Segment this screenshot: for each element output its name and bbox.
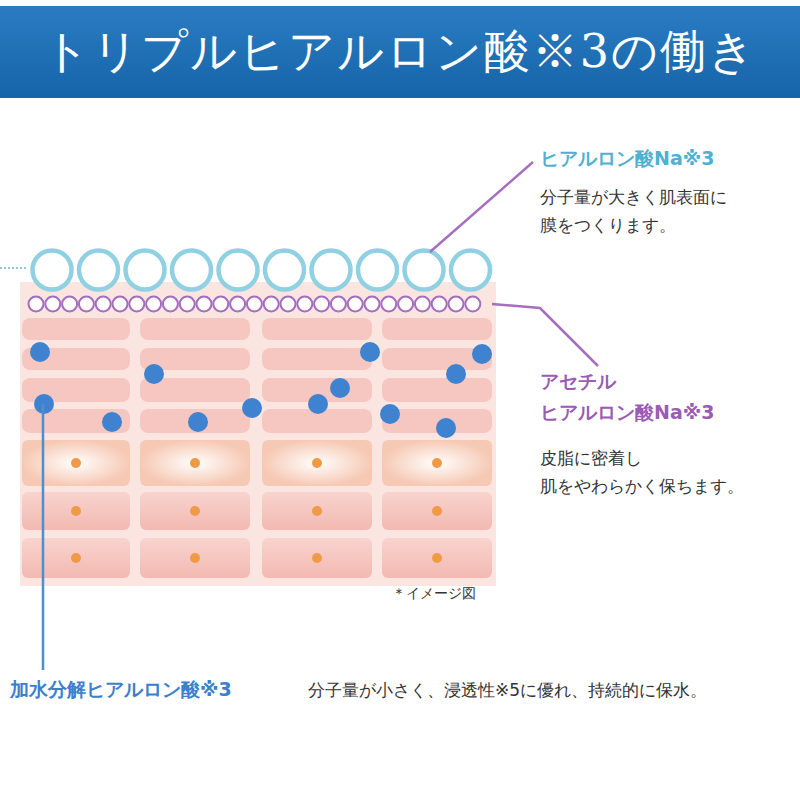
ha-na-molecule (358, 251, 397, 290)
leader-line (42, 404, 45, 670)
acetyl-ha-molecule (281, 297, 296, 312)
leader-line (492, 304, 598, 366)
ingredient-name: アセチル ヒアルロン酸Na※3 (540, 366, 740, 429)
basal-cell (262, 440, 372, 486)
acetyl-ha-molecule (230, 297, 245, 312)
cell-nucleus (312, 553, 322, 563)
ha-na-molecule (312, 251, 351, 290)
acetyl-ha-molecule (365, 297, 380, 312)
ingredient-note: 分子量が大きく肌表面に 膜をつくります。 (540, 183, 755, 239)
dermis-cell (140, 492, 250, 530)
hydrolyzed-ha-molecule (242, 398, 262, 418)
acetyl-ha-molecule (129, 297, 144, 312)
title: トリプルヒアルロン酸※3の働き (43, 21, 757, 83)
acetyl-ha-molecule (146, 297, 161, 312)
hydrolyzed-ha-molecule (472, 344, 492, 364)
acetyl-ha-molecule (29, 297, 44, 312)
cell-nucleus (190, 553, 200, 563)
acetyl-ha-molecule (45, 297, 60, 312)
ha-na-molecule (451, 251, 490, 290)
acetyl-ha-molecule (213, 297, 228, 312)
cell-nucleus (432, 458, 442, 468)
acetyl-ha-molecule (163, 297, 178, 312)
ha-na-molecule (405, 251, 444, 290)
ha-na-molecule (126, 251, 165, 290)
acetyl-ha-molecule (465, 297, 480, 312)
cell-nucleus (432, 506, 442, 516)
acetyl-ha-molecule (180, 297, 195, 312)
acetyl-ha-molecule (449, 297, 464, 312)
ingredient-note: 皮脂に密着し 肌をやわらかく保ちます。 (540, 444, 755, 500)
horny-cell (262, 318, 372, 340)
horny-cell (22, 409, 130, 433)
horny-cell (140, 318, 250, 340)
title-band: トリプルヒアルロン酸※3の働き (0, 6, 800, 98)
horny-cell (262, 348, 372, 370)
hydrolyzed-ha-molecule (188, 412, 208, 432)
acetyl-ha-molecule (348, 297, 363, 312)
acetyl-ha-molecule (331, 297, 346, 312)
cell-nucleus (190, 458, 200, 468)
skin-ground (20, 282, 496, 586)
acetyl-ha-molecule (297, 297, 312, 312)
acetyl-ha-molecule (381, 297, 396, 312)
ha-na-molecule (265, 251, 304, 290)
image-note: ＊イメージ図 (392, 582, 476, 605)
horny-cell (22, 318, 130, 340)
hydrolyzed-ha-molecule (144, 364, 164, 384)
horny-cell (140, 409, 250, 433)
ha-na-molecule (219, 251, 258, 290)
acetyl-ha-molecule (96, 297, 111, 312)
basal-cell (22, 440, 130, 486)
dermis-cell (22, 538, 130, 578)
dermis-cell (22, 492, 130, 530)
hydrolyzed-ha-molecule (30, 342, 50, 362)
basal-cell (140, 440, 250, 486)
cell-nucleus (312, 506, 322, 516)
acetyl-ha-molecule (314, 297, 329, 312)
ingredient-note: 分子量が小さく、浸透性※5に優れ、持続的に保水。 (308, 676, 707, 704)
ha-na-molecule (172, 251, 211, 290)
ingredient-name: 加水分解ヒアルロン酸※3 (10, 674, 232, 705)
basal-cell (382, 440, 492, 486)
hydrolyzed-ha-molecule (446, 364, 466, 384)
hydrolyzed-ha-molecule (330, 378, 350, 398)
acetyl-ha-molecule (415, 297, 430, 312)
acetyl-ha-molecule (79, 297, 94, 312)
hydrolyzed-ha-molecule (360, 342, 380, 362)
ingredient-name: ヒアルロン酸Na※3 (540, 143, 780, 174)
ha-na-molecule (79, 251, 118, 290)
cell-nucleus (312, 458, 322, 468)
hydrolyzed-ha-molecule (436, 418, 456, 438)
acetyl-ha-molecule (197, 297, 212, 312)
leader-line (430, 162, 533, 252)
hydrolyzed-ha-molecule (102, 412, 122, 432)
skin-layers (0, 251, 496, 587)
hydrolyzed-ha-molecule (380, 404, 400, 424)
dermis-cell (382, 538, 492, 578)
acetyl-ha-molecule (113, 297, 128, 312)
ha-na-molecule (33, 251, 72, 290)
horny-cell (382, 378, 492, 402)
cell-nucleus (190, 506, 200, 516)
hydrolyzed-ha-molecule (308, 394, 328, 414)
acetyl-ha-molecule (264, 297, 279, 312)
acetyl-ha-molecule (247, 297, 262, 312)
cell-nucleus (71, 458, 81, 468)
surface-guide (0, 267, 28, 269)
acetyl-ha-molecule (398, 297, 413, 312)
dermis-cell (262, 538, 372, 578)
cell-nucleus (71, 553, 81, 563)
cell-nucleus (432, 553, 442, 563)
cell-nucleus (71, 506, 81, 516)
dermis-cell (262, 492, 372, 530)
horny-cell (382, 318, 492, 340)
dermis-cell (140, 538, 250, 578)
acetyl-ha-molecule (432, 297, 447, 312)
acetyl-ha-molecule (62, 297, 77, 312)
dermis-cell (382, 492, 492, 530)
